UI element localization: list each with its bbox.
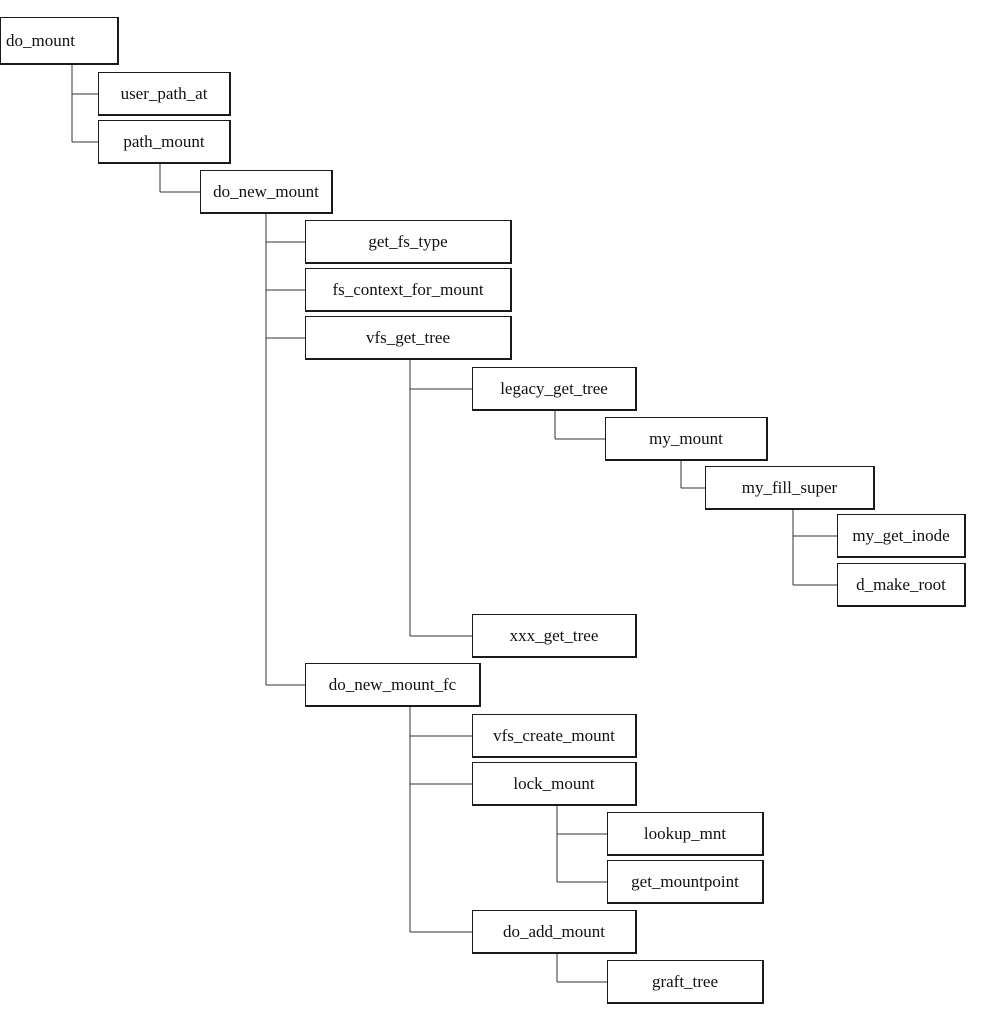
node-do-new-mount: do_new_mount: [200, 170, 333, 214]
node-lock-mount: lock_mount: [472, 762, 637, 806]
node-get-mountpoint: get_mountpoint: [607, 860, 764, 904]
node-do-new-mount-fc: do_new_mount_fc: [305, 663, 481, 707]
node-vfs-create-mount: vfs_create_mount: [472, 714, 637, 758]
node-my-get-inode: my_get_inode: [837, 514, 966, 558]
node-fs-context-for-mount: fs_context_for_mount: [305, 268, 512, 312]
node-my-fill-super: my_fill_super: [705, 466, 875, 510]
node-d-make-root: d_make_root: [837, 563, 966, 607]
node-vfs-get-tree: vfs_get_tree: [305, 316, 512, 360]
node-do-add-mount: do_add_mount: [472, 910, 637, 954]
node-path-mount: path_mount: [98, 120, 231, 164]
node-my-mount: my_mount: [605, 417, 768, 461]
node-user-path-at: user_path_at: [98, 72, 231, 116]
node-get-fs-type: get_fs_type: [305, 220, 512, 264]
node-lookup-mnt: lookup_mnt: [607, 812, 764, 856]
node-legacy-get-tree: legacy_get_tree: [472, 367, 637, 411]
node-xxx-get-tree: xxx_get_tree: [472, 614, 637, 658]
node-do-mount: do_mount: [0, 17, 119, 65]
node-graft-tree: graft_tree: [607, 960, 764, 1004]
